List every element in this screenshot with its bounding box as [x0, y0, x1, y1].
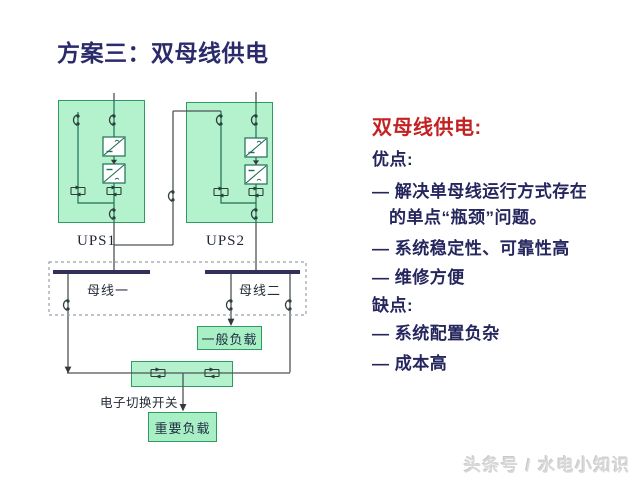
ups2-box: [186, 102, 273, 223]
general-load-label: 一般负载: [201, 331, 258, 347]
breaker-icon: [62, 298, 71, 312]
critical-load-box: 重要负载: [148, 412, 217, 442]
page-title: 方案三：双母线供电: [57, 40, 269, 66]
breaker-icon: [284, 298, 293, 312]
ups2-label: UPS2: [206, 233, 246, 249]
ups1-label: UPS1: [77, 233, 117, 249]
breaker-icon: [167, 189, 176, 203]
notes-pro-item: — 维修方便: [372, 268, 465, 287]
notes-pros-title: 优点:: [372, 150, 414, 169]
transfer-switch-label: 电子切换开关: [100, 396, 179, 410]
breaker-icon: [225, 298, 234, 312]
general-load-box: 一般负载: [197, 326, 262, 350]
notes-pro-item-wrap: 的单点“瓶颈”问题。: [389, 208, 547, 227]
critical-load-label: 重要负载: [154, 420, 211, 436]
ups1-box: [58, 100, 145, 223]
notes-pro-item: — 系统稳定性、可靠性高: [372, 239, 570, 258]
watermark: 头条号 / 水电小知识: [464, 456, 631, 475]
notes-heading: 双母线供电:: [372, 117, 482, 139]
notes-con-item: — 成本高: [372, 354, 448, 373]
notes-pro-item: — 解决单母线运行方式存在: [372, 182, 588, 201]
bus1-label: 母线一: [87, 283, 130, 298]
notes-cons-title: 缺点:: [372, 296, 414, 315]
notes-con-item: — 系统配置负杂: [372, 324, 500, 343]
transfer-switch-box: [131, 361, 233, 387]
bus2-label: 母线二: [239, 283, 282, 298]
